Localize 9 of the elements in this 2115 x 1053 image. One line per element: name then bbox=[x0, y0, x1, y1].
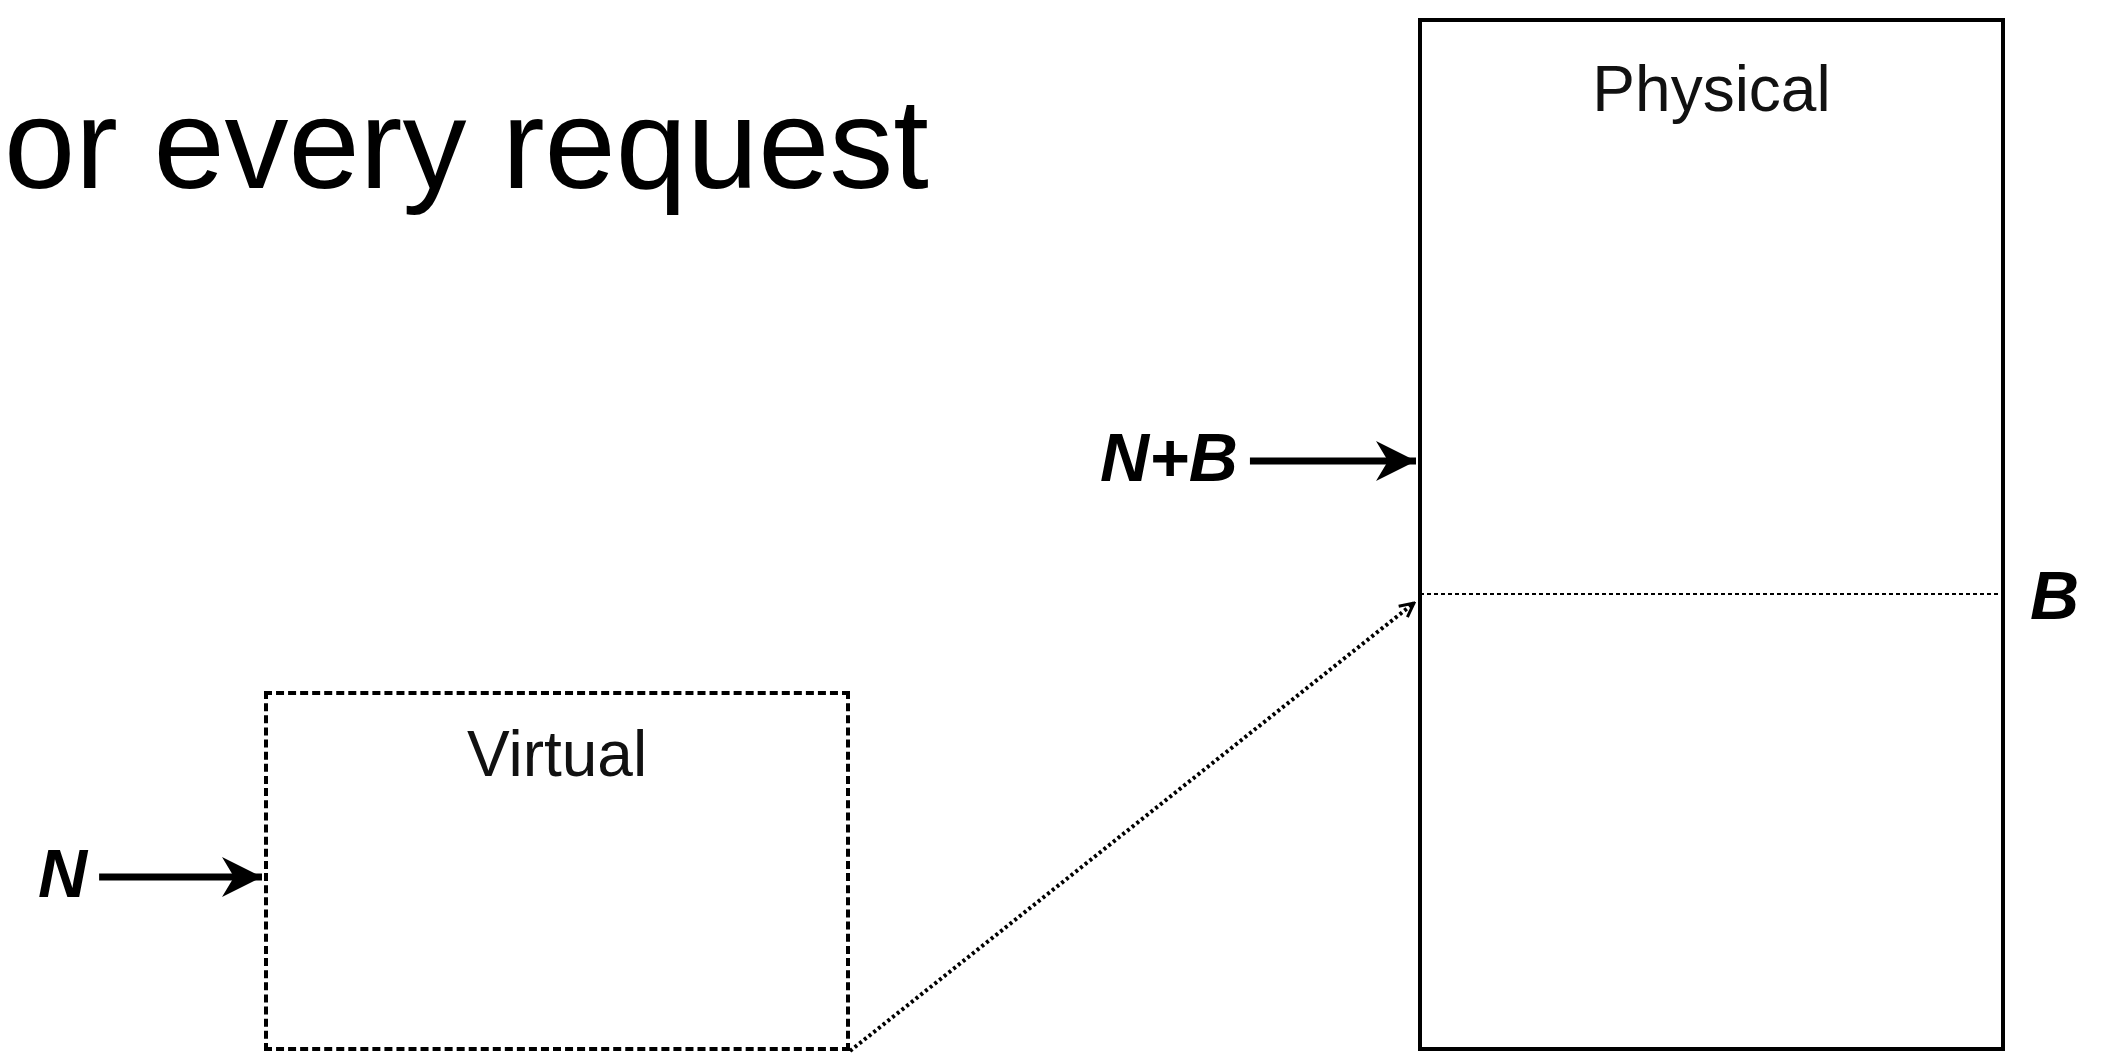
boundary-label: B bbox=[2030, 556, 2080, 634]
size-label: N bbox=[38, 834, 88, 912]
box-heading: Virtual bbox=[466, 717, 648, 791]
physical-memory-box bbox=[1418, 18, 2005, 1051]
box-heading: Physical bbox=[1592, 52, 1831, 126]
slide-title: or every request bbox=[4, 71, 929, 217]
arrow bbox=[848, 601, 1416, 1053]
size-label: N+B bbox=[1100, 418, 1238, 496]
virtual-memory-box bbox=[264, 691, 850, 1051]
